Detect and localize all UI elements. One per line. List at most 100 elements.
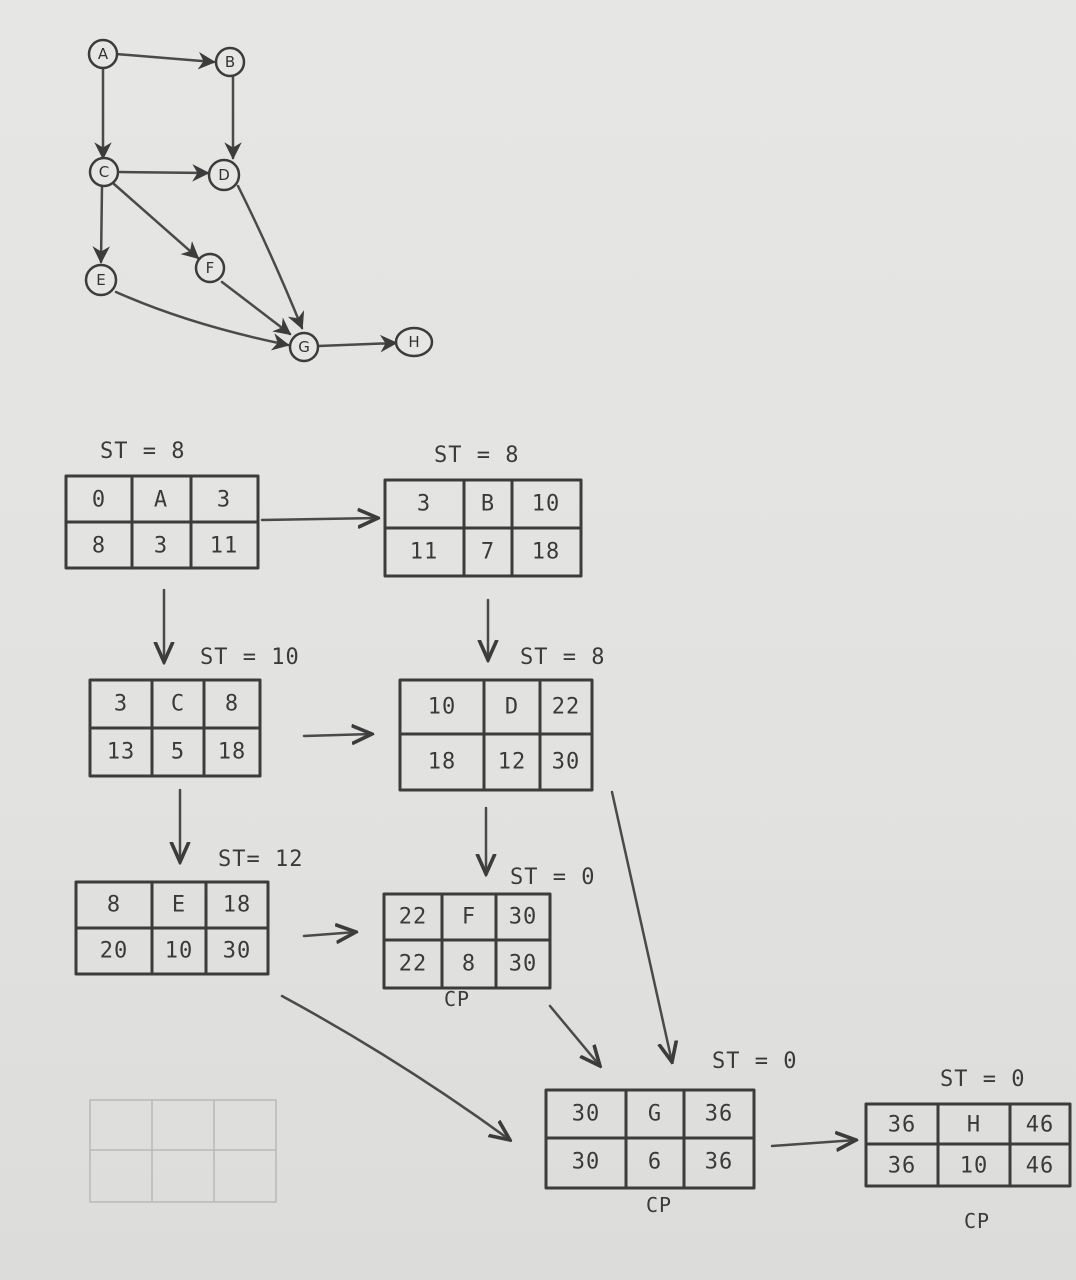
early-start: 30 [572,1102,601,1127]
arrow-c-d [302,734,372,736]
late-finish: 36 [705,1150,734,1175]
graph-node-a: A [87,38,119,70]
early-start: 8 [107,893,121,918]
early-finish: 8 [225,692,239,717]
early-start: 36 [888,1113,917,1138]
activity-box-g: ST = 0 30 G 36 30 6 36 CP [544,1049,797,1217]
graph-nodes: A B C D E F G H [84,38,434,363]
graph-node-b: B [214,46,246,78]
duration: 10 [960,1154,989,1179]
graph-edges [92,51,398,353]
graph-node-h: H [394,326,434,358]
activity-name: F [462,905,476,930]
early-finish: 3 [217,488,231,513]
duration: 8 [462,952,476,977]
edge-c-d [118,164,210,182]
critical-path-tag: CP [646,1193,672,1217]
edge-f-g [220,280,292,336]
late-start: 22 [399,952,428,977]
late-start: 13 [107,740,136,765]
late-finish: 30 [223,939,252,964]
svg-text:D: D [218,166,230,184]
activity-name: D [505,695,519,720]
early-finish: 10 [532,492,561,517]
edge-a-b [114,51,216,70]
activity-box-h: ST = 0 36 H 46 36 10 46 CP [864,1067,1072,1233]
graph-node-d: D [207,158,241,192]
duration: 10 [165,939,194,964]
early-start: 22 [399,905,428,930]
activity-box-a: ST = 8 0 A 3 8 3 11 [64,439,260,570]
activity-name: B [481,492,495,517]
svg-text:B: B [225,53,235,71]
svg-text:G: G [298,338,310,356]
activity-box-e: ST= 12 8 E 18 20 10 30 [74,847,303,976]
edge-g-h [316,334,398,353]
slack-label: ST= 12 [218,847,303,872]
duration: 3 [154,534,168,559]
svg-text:H: H [408,333,419,351]
graph-node-e: E [84,263,118,297]
activity-box-d: ST = 8 10 D 22 18 12 30 [398,645,605,792]
svg-text:A: A [98,45,109,63]
early-finish: 30 [509,905,538,930]
critical-path-tag: CP [964,1209,990,1233]
late-start: 18 [428,750,457,775]
activity-name: G [648,1102,662,1127]
late-finish: 30 [509,952,538,977]
graph-node-g: G [288,331,320,363]
slack-label: ST = 10 [200,645,300,670]
late-start: 20 [100,939,129,964]
slack-label: ST = 8 [100,439,185,464]
svg-text:F: F [206,259,215,277]
late-start: 30 [572,1150,601,1175]
faint-sketch-grid [89,1099,277,1203]
svg-text:C: C [99,163,109,181]
slack-label: ST = 0 [510,865,595,890]
activity-name: A [154,488,168,513]
box-arrows [164,518,856,1146]
early-finish: 36 [705,1102,734,1127]
late-start: 11 [410,540,439,565]
graph-node-f: F [194,252,226,284]
early-finish: 22 [552,695,581,720]
early-finish: 46 [1026,1113,1055,1138]
edge-e-g [114,290,290,351]
edge-c-e [92,184,110,264]
duration: 5 [171,740,185,765]
arrow-e-g [280,994,510,1140]
late-finish: 11 [210,534,239,559]
early-start: 3 [417,492,431,517]
early-start: 0 [92,488,106,513]
late-start: 8 [92,534,106,559]
early-start: 3 [114,692,128,717]
duration: 12 [498,750,527,775]
late-finish: 18 [532,540,561,565]
late-finish: 30 [552,750,581,775]
slack-label: ST = 8 [434,443,519,468]
edge-c-f [112,182,200,260]
duration: 6 [648,1150,662,1175]
early-start: 10 [428,695,457,720]
graph-node-c: C [88,156,120,188]
early-finish: 18 [223,893,252,918]
arrow-f-g [548,1004,600,1066]
arrow-g-h [770,1140,856,1146]
slack-label: ST = 8 [520,645,605,670]
duration: 7 [481,540,495,565]
activity-box-f: ST = 0 22 F 30 22 8 30 CP [382,865,595,1011]
activity-name: H [967,1113,981,1138]
svg-text:E: E [96,271,105,289]
activity-box-b: ST = 8 3 B 10 11 7 18 [383,443,583,578]
activity-box-c: ST = 10 3 C 8 13 5 18 [88,645,300,778]
late-finish: 18 [218,740,247,765]
slack-label: ST = 0 [712,1049,797,1074]
critical-path-tag: CP [444,987,470,1011]
edge-d-g [236,184,305,330]
late-start: 36 [888,1154,917,1179]
slack-label: ST = 0 [940,1067,1025,1092]
arrow-d-g [610,790,672,1062]
arrow-a-b [260,518,378,520]
